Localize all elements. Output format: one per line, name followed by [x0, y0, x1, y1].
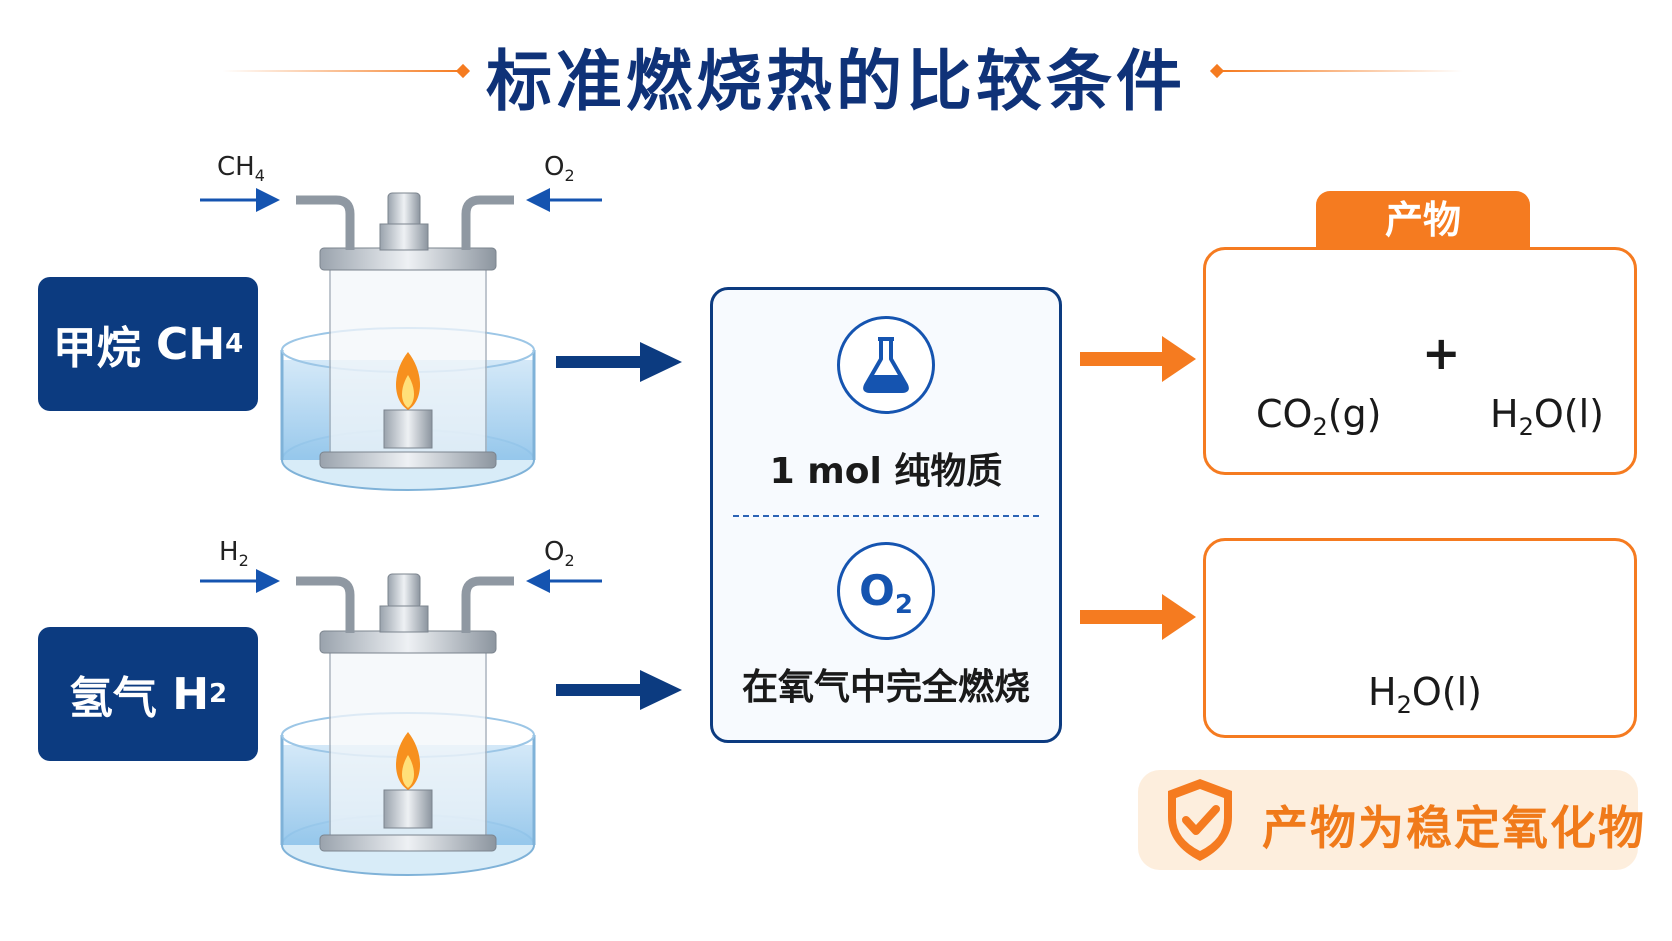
arrow-conditions-to-products-top — [1080, 336, 1196, 382]
fuel-formula: H — [172, 668, 210, 720]
divider-dashed — [733, 515, 1039, 517]
fuel-name: 氢气 — [68, 673, 157, 724]
flask-icon — [837, 316, 935, 414]
co2-formula: CO2(g) — [1256, 392, 1382, 441]
h2o-formula-top: H2O(l) — [1490, 392, 1604, 441]
o2-badge-icon: O2 — [837, 542, 935, 640]
fuel-name: 甲烷 — [52, 323, 141, 374]
products-tab: 产物 — [1316, 191, 1530, 249]
shield-check-icon — [1168, 779, 1232, 861]
stable-oxide-text: 产物为稳定氧化物 — [1262, 801, 1646, 855]
arrow-conditions-to-products-bottom — [1080, 594, 1196, 640]
plus-sign: + — [1422, 326, 1461, 380]
fuel-formula: CH — [156, 318, 226, 370]
gas-inlet-label-o2-top: O2 — [544, 152, 575, 185]
title-decoration-right — [1223, 70, 1463, 72]
gas-inlet-label-ch4: CH4 — [217, 152, 265, 185]
gas-inlet-label-h2: H2 — [219, 537, 249, 570]
arrow-methane-to-conditions — [556, 342, 682, 382]
page-title: 标准燃烧热的比较条件 — [486, 43, 1186, 120]
amount-text: 1 mol 纯物质 — [769, 451, 1003, 492]
products-box-methane — [1203, 247, 1637, 475]
title-decoration-left — [222, 70, 462, 72]
products-box-hydrogen — [1203, 538, 1637, 738]
calorimeter-apparatus-methane — [200, 188, 602, 491]
fuel-formula-sub: 4 — [225, 329, 244, 359]
arrow-hydrogen-to-conditions — [556, 670, 682, 710]
calorimeter-apparatus-hydrogen — [200, 569, 602, 876]
h2o-formula-bottom: H2O(l) — [1368, 670, 1482, 719]
combustion-text: 在氧气中完全燃烧 — [741, 667, 1030, 708]
conditions-box: 1 mol 纯物质 O2 在氧气中完全燃烧 — [710, 287, 1062, 743]
gas-inlet-label-o2-bottom: O2 — [544, 537, 575, 570]
fuel-formula-sub: 2 — [209, 679, 228, 709]
